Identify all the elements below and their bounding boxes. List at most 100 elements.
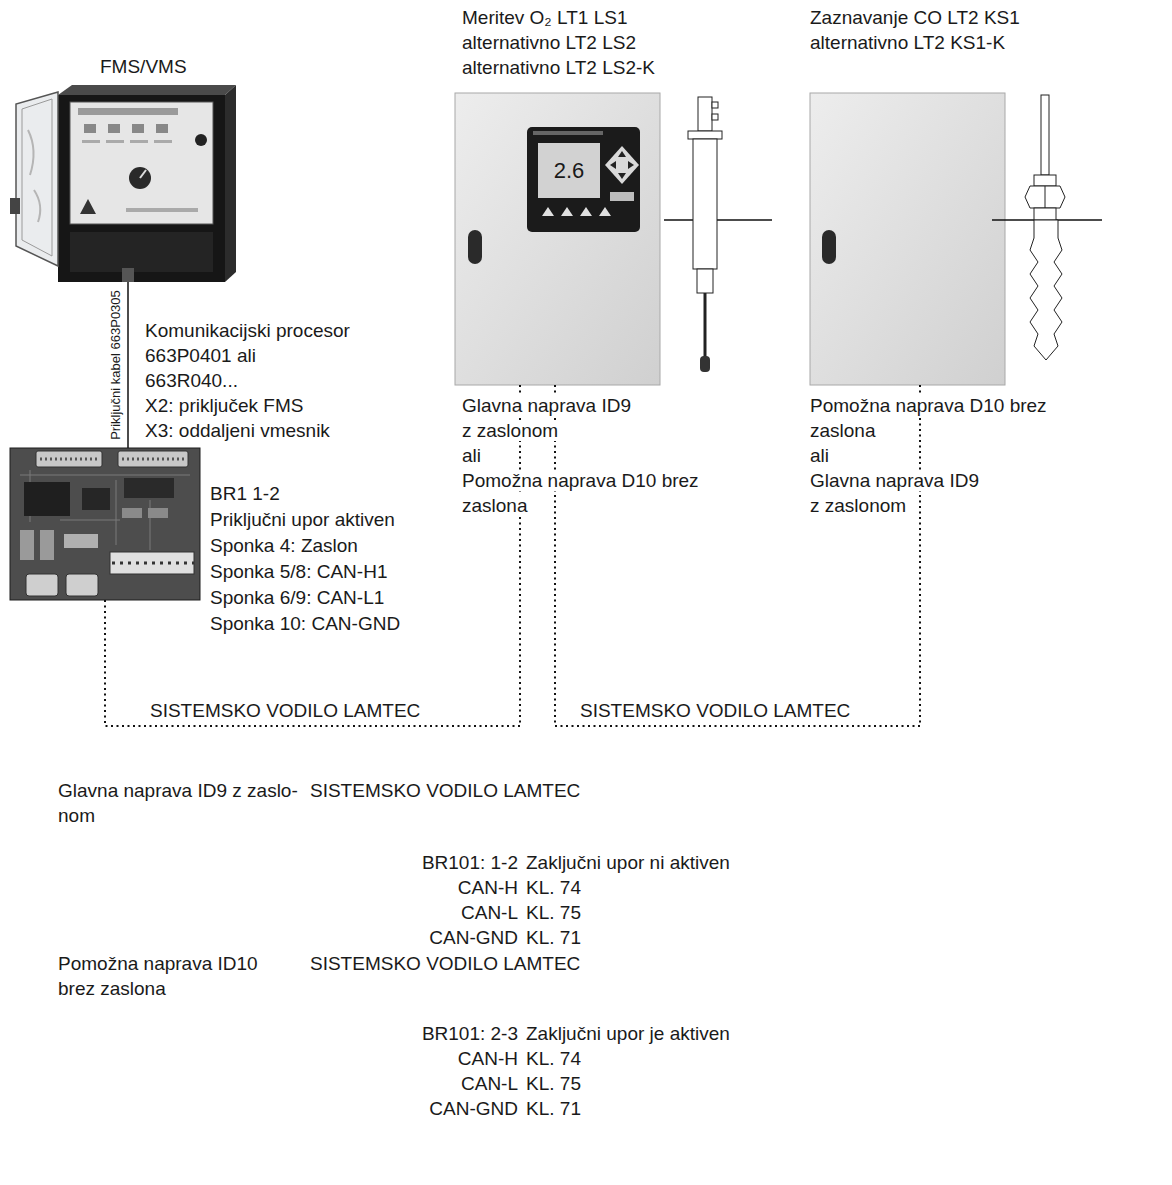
- jumper-state: Zaključni upor je aktiven: [526, 1021, 730, 1046]
- signal-name: CAN-L: [461, 1071, 518, 1096]
- text-patch: CAN-GND: [429, 1098, 518, 1119]
- dial-pointer: [140, 170, 146, 178]
- arrow-key: [610, 161, 616, 169]
- text-patch: SISTEMSKO VODILO LAMTEC: [150, 700, 420, 721]
- bus-label: SISTEMSKO VODILO LAMTEC: [150, 698, 420, 723]
- text-patch: CAN-H: [458, 1048, 518, 1069]
- display-value: 2.6: [538, 143, 600, 198]
- text-patch: KL. 71: [526, 927, 581, 948]
- display-panel: 2.6: [527, 127, 640, 232]
- glass-door: [16, 92, 58, 266]
- signal-name: CAN-L: [461, 900, 518, 925]
- fms-vms-unit: FMS/VMS: [60, 95, 225, 282]
- text-patch: Pomožna naprava D10 brez zaslona ali Gla…: [810, 395, 1047, 516]
- text-patch: KL. 74: [526, 877, 581, 898]
- soft-key: [561, 207, 573, 216]
- terminal-number: KL. 75: [526, 1071, 581, 1096]
- bus-label: SISTEMSKO VODILO LAMTEC: [310, 951, 580, 976]
- text-patch: CAN-L: [461, 902, 518, 923]
- glass-reflection: [28, 130, 40, 222]
- cabinet-body: [455, 93, 660, 385]
- component: [40, 530, 54, 560]
- cabinet-heading: Meritev O₂ LT1 LS1 alternativno LT2 LS2 …: [462, 5, 655, 80]
- text-patch: BR101: 2-3: [422, 1023, 518, 1044]
- case-base: [70, 232, 213, 272]
- probe-thread: [1034, 208, 1056, 220]
- device-heading: FMS/VMS: [100, 54, 187, 79]
- component: [20, 530, 34, 560]
- text-patch: KL. 74: [526, 1048, 581, 1069]
- panel-knob: [195, 134, 207, 146]
- co-sensor-cabinet: [810, 93, 1005, 385]
- panel-mark: [82, 140, 100, 143]
- jumper-label: BR101: 1-2: [422, 850, 518, 875]
- cabinet-body: [810, 93, 1005, 385]
- signal-name: CAN-GND: [429, 1096, 518, 1121]
- cabinet-handle: [822, 230, 836, 264]
- door-frame: [22, 99, 52, 256]
- arrow-pad: [605, 146, 639, 184]
- terminal-number: KL. 71: [526, 1096, 581, 1121]
- probe-collar: [1034, 175, 1056, 186]
- enter-key: [610, 192, 634, 201]
- lcd-screen: [538, 143, 600, 198]
- cable-connector: [127, 282, 129, 448]
- text-patch: CAN-H: [458, 877, 518, 898]
- panel-mark: [106, 140, 124, 143]
- text-patch: Priključni kabel 663P0305: [108, 290, 123, 440]
- text-patch: Zaključni upor ni aktiven: [526, 852, 730, 873]
- text-patch: BR101: 1-2: [422, 852, 518, 873]
- terminal-number: KL. 71: [526, 925, 581, 950]
- signal-name: CAN-GND: [429, 925, 518, 950]
- text-patch: SISTEMSKO VODILO LAMTEC: [310, 953, 580, 974]
- probe-rod: [704, 293, 707, 358]
- panel-mark: [130, 140, 148, 143]
- panel-mark: [126, 208, 198, 212]
- bus-label: SISTEMSKO VODILO LAMTEC: [580, 698, 850, 723]
- text-patch: KL. 71: [526, 1098, 581, 1119]
- text-patch: Zaključni upor je aktiven: [526, 1023, 730, 1044]
- communication-processor-board: [10, 448, 200, 600]
- display-strip: [533, 131, 603, 135]
- sub-d-connector: [66, 574, 98, 596]
- indicator: [132, 124, 144, 133]
- cabinet-handle: [468, 230, 482, 264]
- probe-end: [697, 269, 713, 293]
- cabinet-heading: Zaznavanje CO LT2 KS1 alternativno LT2 K…: [810, 5, 1020, 55]
- component: [64, 534, 98, 548]
- text-patch: Komunikacijski procesor 663P0401 ali 663…: [145, 320, 350, 441]
- probe-tip: [700, 356, 710, 372]
- probe-head: [698, 97, 712, 131]
- logo-mark: [80, 199, 96, 214]
- probe-flange: [688, 131, 722, 139]
- indicator: [84, 124, 96, 133]
- fms-vms-device: [10, 85, 236, 282]
- text-patch: Pomožna naprava ID10 brez zaslona: [58, 953, 258, 999]
- text-patch: SISTEMSKO VODILO LAMTEC: [580, 700, 850, 721]
- probe-stud: [712, 114, 718, 120]
- device-type-label: Glavna naprava ID9 z zaslo- nom: [58, 778, 298, 828]
- text-patch: KL. 75: [526, 1073, 581, 1094]
- o2-probe: [664, 97, 772, 372]
- display-frame: [527, 127, 640, 232]
- text-patch: CAN-GND: [429, 927, 518, 948]
- text-patch: 2.6: [554, 158, 585, 183]
- arrow-key: [618, 151, 626, 157]
- co-probe: [992, 95, 1102, 360]
- soft-key: [580, 207, 592, 216]
- o2-transmitter-cabinet: Meritev O₂ LT1 LS1 alternativno LT2 LS2 …: [455, 93, 660, 385]
- chip: [82, 488, 110, 510]
- case-top: [58, 85, 236, 95]
- connector-pins: [40, 458, 98, 461]
- indicator: [156, 124, 168, 133]
- jumper-terminal-list: BR1 1-2 Priključni upor aktiven Sponka 4…: [210, 481, 400, 637]
- sub-d-connector: [26, 574, 58, 596]
- component: [148, 508, 168, 518]
- text-patch: SISTEMSKO VODILO LAMTEC: [310, 780, 580, 801]
- cabinet-caption: Glavna naprava ID9 z zaslonom ali Pomožn…: [462, 393, 699, 518]
- panel-strip: [78, 108, 178, 115]
- terminal-number: KL. 75: [526, 900, 581, 925]
- connector-pins: [122, 458, 184, 461]
- soft-key: [599, 207, 611, 216]
- bus-label: SISTEMSKO VODILO LAMTEC: [310, 778, 580, 803]
